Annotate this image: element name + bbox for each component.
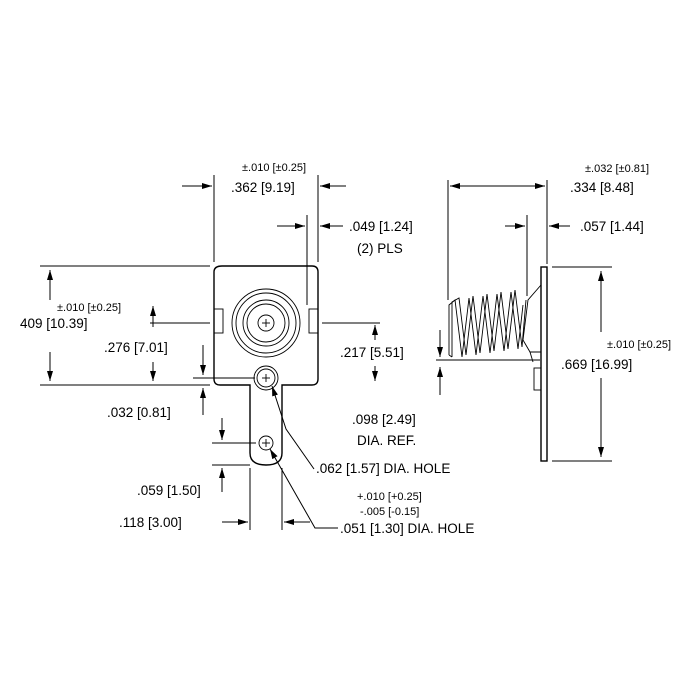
hole-tolerance-plus-label: +.010 [+0.25] bbox=[357, 491, 422, 503]
center-height-label: .276 [7.01] bbox=[104, 340, 168, 355]
slot-height-label: .217 [5.51] bbox=[340, 345, 404, 360]
hole-offset-label: .032 [0.81] bbox=[107, 405, 171, 420]
front-view-contact bbox=[213, 265, 319, 466]
side-height-tolerance-label: ±.010 [±0.25] bbox=[607, 339, 671, 351]
front-dimensions bbox=[40, 175, 380, 530]
side-view-contact bbox=[448, 266, 548, 462]
upper-hole-label: .062 [1.57] DIA. HOLE bbox=[316, 461, 450, 476]
tab-hole-offset-label: .059 [1.50] bbox=[137, 483, 201, 498]
spring-dia-note-label: DIA. REF. bbox=[357, 433, 416, 448]
height-label: 409 [10.39] bbox=[20, 316, 88, 331]
tab-width-label: .118 [3.00] bbox=[119, 515, 182, 530]
slot-qty-label: (2) PLS bbox=[357, 241, 403, 256]
height-tolerance-label: ±.010 [±0.25] bbox=[57, 302, 121, 314]
dimension-labels: ±.010 [±0.25] .362 [9.19] .049 [1.24] (2… bbox=[20, 162, 671, 536]
side-height-label: .669 [16.99] bbox=[561, 357, 632, 372]
slot-width-label: .049 [1.24] bbox=[349, 219, 413, 234]
depth-label: .334 [8.48] bbox=[570, 180, 634, 195]
hole-tolerance-minus-label: -.005 [-0.15] bbox=[360, 506, 419, 518]
plate-thickness-label: .057 [1.44] bbox=[580, 219, 644, 234]
width-tolerance-label: ±.010 [±0.25] bbox=[242, 162, 306, 174]
lower-hole-label: .051 [1.30] DIA. HOLE bbox=[340, 521, 474, 536]
width-label: .362 [9.19] bbox=[231, 180, 295, 195]
side-dimensions bbox=[436, 180, 612, 462]
spring-dia-label: .098 [2.49] bbox=[352, 412, 416, 427]
depth-tolerance-label: ±.032 [±0.81] bbox=[585, 163, 649, 175]
